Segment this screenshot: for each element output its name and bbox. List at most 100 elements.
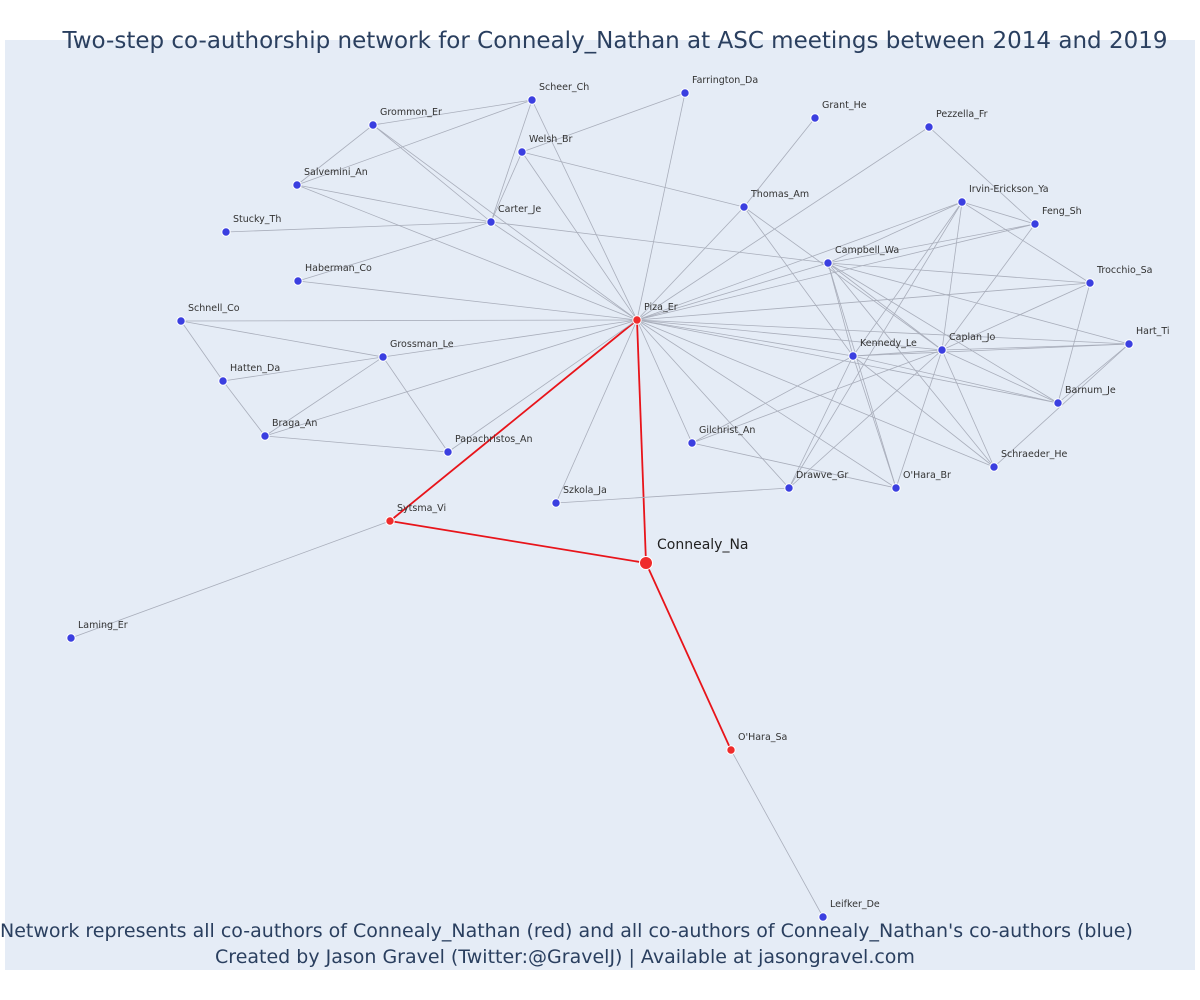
edge-welsh-br-thomas-am — [521, 151, 745, 208]
edge-haberman-co-carter-je — [297, 221, 492, 282]
node-salvemini-an[interactable] — [292, 180, 302, 190]
node-irvin-erickson-ya[interactable] — [957, 197, 967, 207]
node-grommon-er[interactable] — [368, 120, 378, 130]
edge-piza-er-haberman-co — [297, 280, 638, 321]
edge-grossman-le-braga-an — [264, 356, 384, 437]
node-o-hara-sa[interactable] — [726, 745, 736, 755]
edge-piza-er-papachristos-an — [447, 319, 638, 453]
node-szkola-ja[interactable] — [551, 498, 561, 508]
node-drawve-gr[interactable] — [784, 483, 794, 493]
edge-connealy-na-o-hara-sa — [645, 562, 732, 751]
node-label-grant-he: Grant_He — [822, 100, 867, 111]
footer-line-2: Created by Jason Gravel (Twitter:@Gravel… — [215, 946, 915, 968]
edge-piza-er-schnell-co — [180, 319, 638, 322]
edge-welsh-br-carter-je — [490, 151, 523, 223]
node-sytsma-vi[interactable] — [385, 516, 395, 526]
edge-piza-er-feng-sh — [636, 223, 1036, 321]
node-hatten-da[interactable] — [218, 376, 228, 386]
node-label-o-hara-sa: O'Hara_Sa — [738, 732, 787, 743]
edge-caplan-jo-drawve-gr — [788, 349, 943, 489]
node-haberman-co[interactable] — [293, 276, 303, 286]
node-label-campbell-wa: Campbell_Wa — [835, 245, 899, 256]
node-grossman-le[interactable] — [378, 352, 388, 362]
edge-pezzella-fr-feng-sh — [928, 126, 1036, 225]
node-label-connealy-na: Connealy_Na — [657, 537, 749, 553]
edge-irvin-erickson-ya-caplan-jo — [941, 201, 963, 351]
edge-piza-er-grossman-le — [382, 319, 638, 358]
edge-campbell-wa-kennedy-le — [827, 262, 854, 357]
node-caplan-jo[interactable] — [937, 345, 947, 355]
edge-irvin-erickson-ya-feng-sh — [961, 201, 1036, 225]
edge-piza-er-farrington-da — [636, 92, 686, 321]
node-label-feng-sh: Feng_Sh — [1042, 206, 1082, 217]
edge-layer — [70, 92, 1130, 918]
edge-piza-er-pezzella-fr — [636, 126, 930, 321]
edge-kennedy-le-caplan-jo — [852, 349, 943, 357]
node-schnell-co[interactable] — [176, 316, 186, 326]
node-label-schraeder-he: Schraeder_He — [1001, 449, 1068, 460]
edge-caplan-jo-gilchrist-an — [691, 349, 943, 444]
edge-campbell-wa-caplan-jo — [827, 262, 943, 351]
node-label-thomas-am: Thomas_Am — [750, 189, 809, 200]
footer-line-1: Network represents all co-authors of Con… — [0, 920, 1133, 942]
edge-grommon-er-salvemini-an — [296, 124, 374, 186]
edge-trocchio-sa-caplan-jo — [941, 282, 1091, 351]
node-label-drawve-gr: Drawve_Gr — [796, 470, 848, 481]
node-label-hatten-da: Hatten_Da — [230, 363, 280, 374]
edge-sytsma-vi-piza-er — [389, 319, 638, 522]
edge-feng-sh-caplan-jo — [941, 223, 1036, 351]
edge-scheer-ch-carter-je — [490, 99, 533, 223]
node-kennedy-le[interactable] — [848, 351, 858, 361]
node-papachristos-an[interactable] — [443, 447, 453, 457]
node-pezzella-fr[interactable] — [924, 122, 934, 132]
node-farrington-da[interactable] — [680, 88, 690, 98]
edge-grant-he-thomas-am — [743, 117, 816, 208]
edge-caplan-jo-schraeder-he — [941, 349, 995, 468]
node-label-barnum-je: Barnum_Je — [1065, 385, 1116, 396]
node-laming-er[interactable] — [66, 633, 76, 643]
node-grant-he[interactable] — [810, 113, 820, 123]
node-connealy-na[interactable] — [639, 556, 653, 570]
node-piza-er[interactable] — [632, 315, 642, 325]
node-schraeder-he[interactable] — [989, 462, 999, 472]
node-label-piza-er: Piza_Er — [644, 302, 678, 313]
node-label-gilchrist-an: Gilchrist_An — [699, 425, 755, 436]
edge-drawve-gr-szkola-ja — [555, 487, 790, 504]
node-feng-sh[interactable] — [1030, 219, 1040, 229]
node-stucky-th[interactable] — [221, 227, 231, 237]
edge-piza-er-schraeder-he — [636, 319, 995, 468]
edge-irvin-erickson-ya-trocchio-sa — [961, 201, 1091, 284]
node-label-grommon-er: Grommon_Er — [380, 107, 442, 118]
node-label-hart-ti: Hart_Ti — [1136, 326, 1170, 337]
node-hart-ti[interactable] — [1124, 339, 1134, 349]
node-carter-je[interactable] — [486, 217, 496, 227]
node-label-szkola-ja: Szkola_Ja — [563, 485, 607, 496]
node-label-irvin-erickson-ya: Irvin-Erickson_Ya — [969, 184, 1049, 195]
edge-trocchio-sa-barnum-je — [1057, 282, 1091, 404]
node-welsh-br[interactable] — [517, 147, 527, 157]
node-gilchrist-an[interactable] — [687, 438, 697, 448]
edge-piza-er-trocchio-sa — [636, 282, 1091, 321]
node-label-schnell-co: Schnell_Co — [188, 303, 240, 314]
node-scheer-ch[interactable] — [527, 95, 537, 105]
edge-irvin-erickson-ya-kennedy-le — [852, 201, 963, 357]
node-leifker-de[interactable] — [818, 912, 828, 922]
node-label-carter-je: Carter_Je — [498, 204, 541, 215]
edge-campbell-wa-hart-ti — [827, 262, 1130, 345]
node-o-hara-br[interactable] — [891, 483, 901, 493]
edge-piza-er-scheer-ch — [531, 99, 638, 321]
edge-piza-er-thomas-am — [636, 206, 745, 321]
node-trocchio-sa[interactable] — [1085, 278, 1095, 288]
edge-stucky-th-carter-je — [225, 221, 492, 233]
node-barnum-je[interactable] — [1053, 398, 1063, 408]
node-campbell-wa[interactable] — [823, 258, 833, 268]
edge-piza-er-szkola-ja — [555, 319, 638, 504]
footer-caption: Network represents all co-authors of Con… — [0, 918, 1133, 970]
edge-irvin-erickson-ya-campbell-wa — [827, 201, 963, 264]
edge-irvin-erickson-ya-drawve-gr — [788, 201, 963, 489]
node-braga-an[interactable] — [260, 431, 270, 441]
edge-o-hara-sa-leifker-de — [730, 749, 824, 918]
node-thomas-am[interactable] — [739, 202, 749, 212]
edge-piza-er-salvemini-an — [296, 184, 638, 321]
